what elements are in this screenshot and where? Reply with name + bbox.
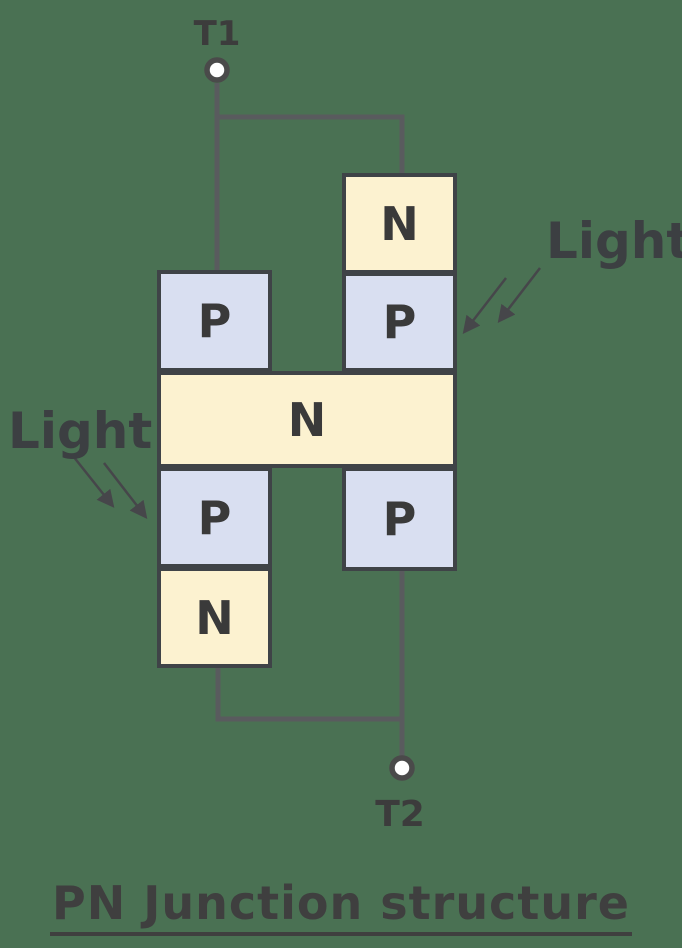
terminal-t1-label: T1 [193, 14, 241, 54]
region-label: P [197, 490, 232, 545]
light-ray-arrows-left [72, 455, 148, 519]
region-n-bottom-left: N [157, 567, 272, 668]
light-ray-arrow-icon [72, 455, 115, 508]
region-label: N [380, 196, 419, 251]
region-p-top-right: P [342, 272, 457, 372]
region-label: N [287, 392, 327, 447]
region-p-top-left: P [157, 270, 272, 372]
t1-branch-wire [214, 114, 405, 175]
t2-terminal-node [389, 755, 415, 781]
light-ray-arrow-icon [497, 267, 541, 323]
region-label: P [382, 295, 417, 349]
region-p-bottom-left: P [157, 467, 272, 568]
diagram-title: PN Junction structure [50, 878, 632, 936]
light-ray-arrow-icon [462, 277, 507, 334]
light-ray-arrow-icon [103, 462, 148, 519]
region-label: N [195, 590, 234, 645]
terminal-wires [214, 83, 405, 756]
light-ray-arrows-right [462, 267, 541, 334]
t2-left-wire [215, 665, 402, 722]
region-label: P [382, 492, 417, 546]
diagram-title-row: PN Junction structure [0, 878, 682, 936]
terminal-t2-label: T2 [375, 794, 425, 835]
t1-terminal-node [204, 57, 230, 83]
region-n-middle: N [157, 371, 457, 468]
light-annotation-left: Light [8, 402, 153, 460]
region-n-top-right: N [342, 173, 457, 274]
region-p-bottom-right: P [342, 467, 457, 571]
region-label: P [197, 294, 232, 348]
light-annotation-right: Light [546, 212, 682, 270]
